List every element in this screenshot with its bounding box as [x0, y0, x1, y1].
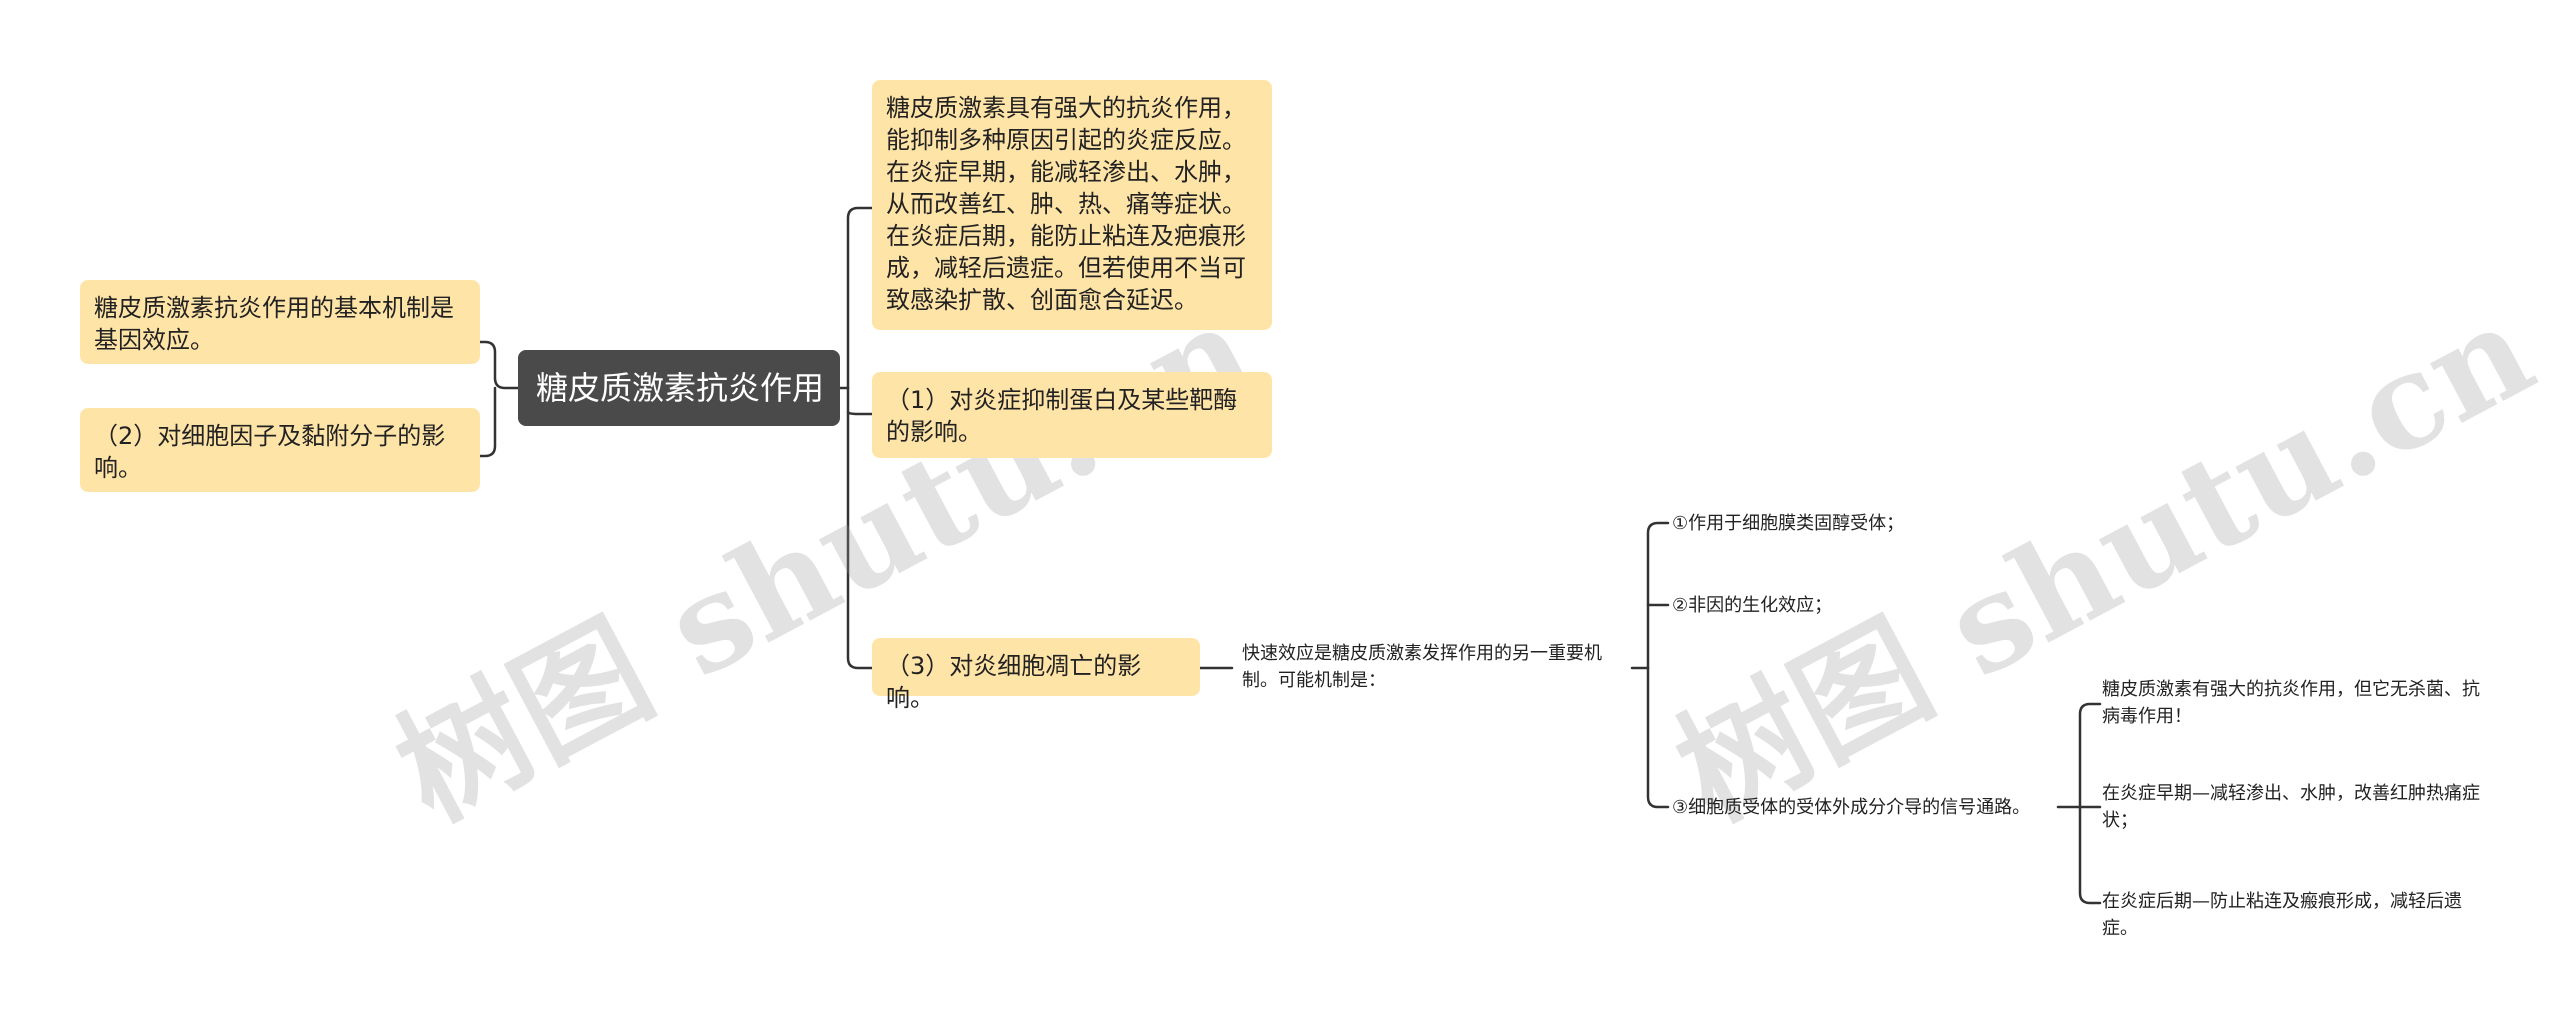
left-node-cytokines[interactable]: （2）对细胞因子及黏附分子的影响。: [80, 408, 480, 492]
right-node-overview[interactable]: 糖皮质激素具有强大的抗炎作用，能抑制多种原因引起的炎症反应。在炎症早期，能减轻渗…: [872, 80, 1272, 330]
detail-early-stage[interactable]: 在炎症早期—减轻渗出、水肿，改善红肿热痛症状；: [2102, 783, 2480, 831]
right-node-inhibitory-protein[interactable]: （1）对炎症抑制蛋白及某些靶酶的影响。: [872, 372, 1272, 458]
root-node[interactable]: 糖皮质激素抗炎作用: [518, 350, 840, 426]
right-node-apoptosis[interactable]: （3）对炎细胞凋亡的影响。: [872, 638, 1200, 712]
fast-effect-text[interactable]: 快速效应是糖皮质激素发挥作用的另一重要机制。可能机制是：: [1242, 643, 1602, 691]
mechanism-nongenomic[interactable]: ②非因的生化效应；: [1672, 595, 1833, 616]
detail-no-antibacterial[interactable]: 糖皮质激素有强大的抗炎作用，但它无杀菌、抗病毒作用！: [2102, 679, 2480, 727]
mechanism-membrane-receptor[interactable]: ①作用于细胞膜类固醇受体；: [1672, 513, 1905, 534]
mechanism-cytoplasmic-receptor[interactable]: ③细胞质受体的受体外成分介导的信号通路。: [1672, 797, 2031, 818]
detail-late-stage[interactable]: 在炎症后期—防止粘连及瘢痕形成，减轻后遗症。: [2102, 891, 2462, 939]
left-node-basic-mechanism[interactable]: 糖皮质激素抗炎作用的基本机制是基因效应。: [80, 280, 480, 364]
